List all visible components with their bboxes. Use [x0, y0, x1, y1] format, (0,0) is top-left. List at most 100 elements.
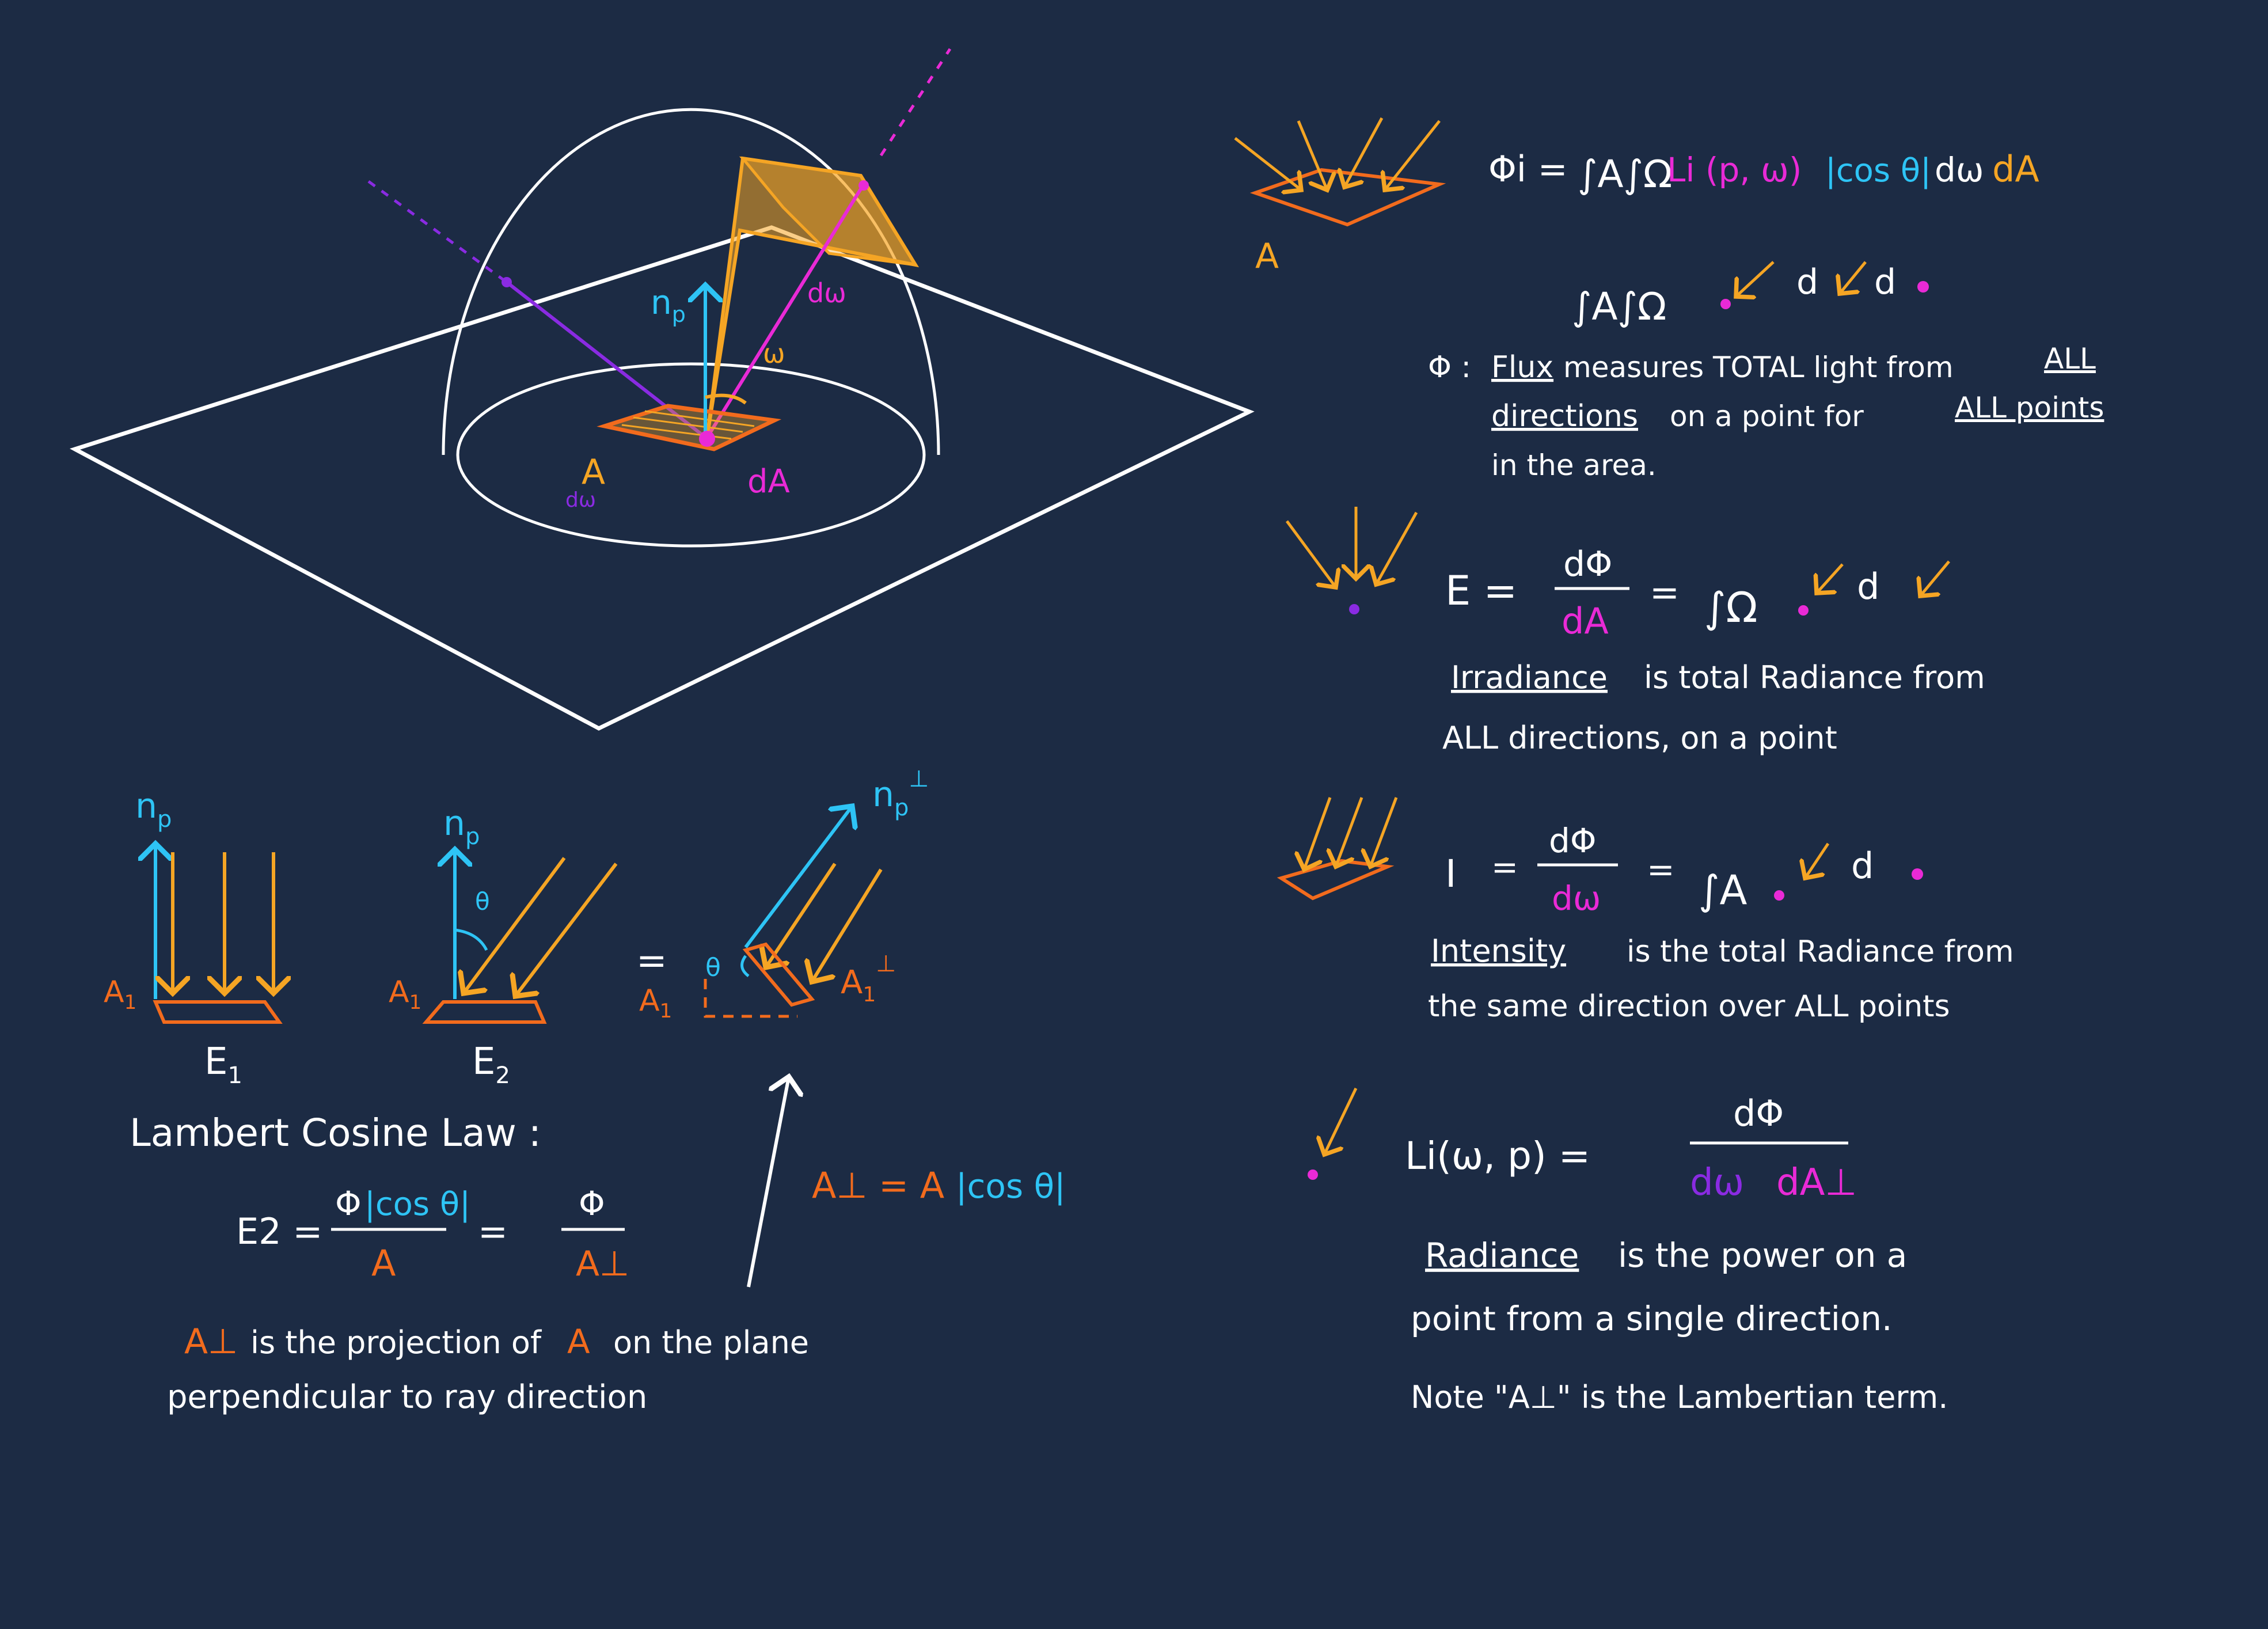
- formula-num2: Φ: [579, 1184, 605, 1223]
- label-A-sub: dω: [565, 488, 596, 512]
- label-np-perp: np⊥: [872, 766, 929, 821]
- int-eq-point-2: [1912, 868, 1923, 880]
- flux-eq-cos: |cos θ|: [1825, 152, 1931, 189]
- rad-point: [1308, 1169, 1318, 1180]
- formula-num-cos: |cos θ|: [364, 1186, 470, 1223]
- label-np: np: [651, 283, 686, 327]
- int-eq-den: dω: [1552, 879, 1601, 918]
- ground-plane: [70, 225, 1255, 731]
- flux-sym-point-2: [1917, 281, 1929, 293]
- upward-arrow: [747, 1077, 789, 1288]
- note-line1-b: on the plane: [613, 1324, 809, 1361]
- formula-den2: A⊥: [576, 1244, 629, 1284]
- int-desc-word: Intensity: [1431, 933, 1566, 969]
- label-np-2: np: [443, 803, 480, 850]
- rad-eq-num: dΦ: [1733, 1092, 1784, 1134]
- omega-point: [858, 180, 869, 191]
- label-dw: dω: [807, 278, 846, 309]
- label-E2: E2: [472, 1041, 510, 1089]
- note-line1-a: is the projection of: [250, 1324, 542, 1361]
- radiance-section: Li(ω, p) = dΦ dω dA⊥ Radiance is the pow…: [1308, 1087, 1948, 1415]
- irr-eq-eq: =: [1650, 571, 1680, 613]
- incoming-ray-purple: [506, 280, 705, 438]
- irr-ray-3: [1376, 511, 1418, 584]
- rad-ray: [1324, 1087, 1358, 1155]
- irr-eq-den: dA: [1562, 600, 1609, 642]
- rad-eq-lhs: Li(ω, p) =: [1405, 1134, 1590, 1178]
- solid-angle-cap: [739, 156, 918, 267]
- label-A1-left: A1: [104, 975, 136, 1014]
- irr-eq-d: d: [1857, 565, 1879, 607]
- flux-desc-word: Flux: [1491, 350, 1553, 385]
- formula-num-phi: Φ: [335, 1184, 362, 1223]
- int-eq-num: dΦ: [1549, 821, 1596, 860]
- flux-sym-d1: d: [1796, 262, 1818, 302]
- label-A1-perp: A1⊥: [841, 951, 896, 1007]
- flux-eq-dw: dω: [1935, 150, 1984, 189]
- light-ray-3a: [766, 863, 837, 967]
- flux-eq-lhs: Φi =: [1488, 148, 1568, 190]
- flux-desc-3: in the area.: [1491, 449, 1657, 482]
- formula-lhs: E2 =: [236, 1210, 322, 1252]
- purple-point: [502, 277, 512, 287]
- flux-eq-int: ∫A∫Ω: [1578, 152, 1672, 196]
- lambert-diagram-1: np A1 E1: [104, 786, 279, 1089]
- perp-eq-lhs: A⊥ = A: [812, 1164, 944, 1206]
- rad-eq-den-dA: dA⊥: [1776, 1161, 1857, 1204]
- label-E1: E1: [204, 1041, 242, 1089]
- irr-eq-point: [1798, 605, 1809, 616]
- irr-desc-2: ALL directions, on a point: [1442, 720, 1837, 756]
- flux-sym-point: [1720, 299, 1731, 309]
- rad-eq-den-dw: dω: [1690, 1161, 1744, 1204]
- note-A-perp: A⊥: [184, 1322, 238, 1362]
- irr-eq-num: dΦ: [1563, 544, 1612, 584]
- flux-patch: [1249, 168, 1446, 227]
- note-line1-A: A: [567, 1322, 590, 1361]
- int-eq-arrow: [1805, 842, 1830, 878]
- flux-sym-arrow-2: [1840, 261, 1867, 294]
- flux-desc-phi: Φ :: [1428, 350, 1471, 385]
- theta-arc-3: [740, 955, 750, 977]
- flux-label-A: A: [1255, 236, 1279, 276]
- light-ray-2b: [515, 863, 618, 996]
- perp-eq-rhs: |cos θ|: [956, 1167, 1066, 1206]
- flux-desc-1: measures TOTAL light from: [1563, 351, 1954, 384]
- irr-eq-arrow-1: [1817, 563, 1844, 593]
- flux-ray-1: [1234, 137, 1301, 190]
- rad-desc-2: point from a single direction.: [1411, 1299, 1893, 1338]
- irr-eq-E: E =: [1445, 567, 1517, 614]
- flux-sym-d2: d: [1874, 262, 1896, 302]
- lambert-title: Lambert Cosine Law :: [130, 1111, 541, 1155]
- int-eq-eq1: =: [1491, 849, 1518, 886]
- flux-desc-all-points: ALL points: [1955, 391, 2104, 424]
- center-point: [699, 431, 715, 447]
- light-ray-3b: [812, 868, 883, 982]
- label-theta-2: θ: [475, 887, 490, 916]
- flux-sym-arrow-1: [1736, 261, 1775, 297]
- omega-angle-arc: [705, 393, 747, 405]
- flux-desc-all: ALL: [2044, 342, 2096, 375]
- lambert-note: A⊥ is the projection of A on the plane p…: [167, 1322, 809, 1416]
- flux-ray-3: [1344, 117, 1384, 187]
- label-A: A: [582, 452, 605, 492]
- flux-eq-dA: dA: [1992, 148, 2039, 190]
- int-eq-d: d: [1851, 845, 1874, 887]
- int-eq-point: [1774, 890, 1784, 901]
- int-eq-I: I: [1445, 852, 1456, 896]
- surface-A1-projection-dashed: [704, 979, 797, 1018]
- label-theta-3: θ: [705, 953, 721, 982]
- lambert-diagram-2: np θ A1 E2: [389, 803, 618, 1089]
- irr-desc-word: Irradiance: [1451, 659, 1608, 696]
- rad-desc-3: Note "A⊥" is the Lambertian term.: [1411, 1379, 1948, 1415]
- hemisphere-base-ellipse: [456, 362, 926, 548]
- theta-arc-2: [454, 928, 488, 951]
- omega-ray-dashed: [879, 48, 952, 157]
- int-desc-2: the same direction over ALL points: [1428, 989, 1950, 1024]
- irr-eq-arrow-2: [1920, 560, 1950, 596]
- label-A1-right: A1: [639, 984, 672, 1023]
- label-A1-mid: A1: [389, 975, 421, 1014]
- int-eq-eq2: =: [1647, 850, 1675, 889]
- lambert-diagram-3: np⊥ θ A1 A1⊥: [639, 766, 929, 1023]
- label-dA: dA: [747, 463, 790, 500]
- flux-ray-4: [1385, 120, 1441, 190]
